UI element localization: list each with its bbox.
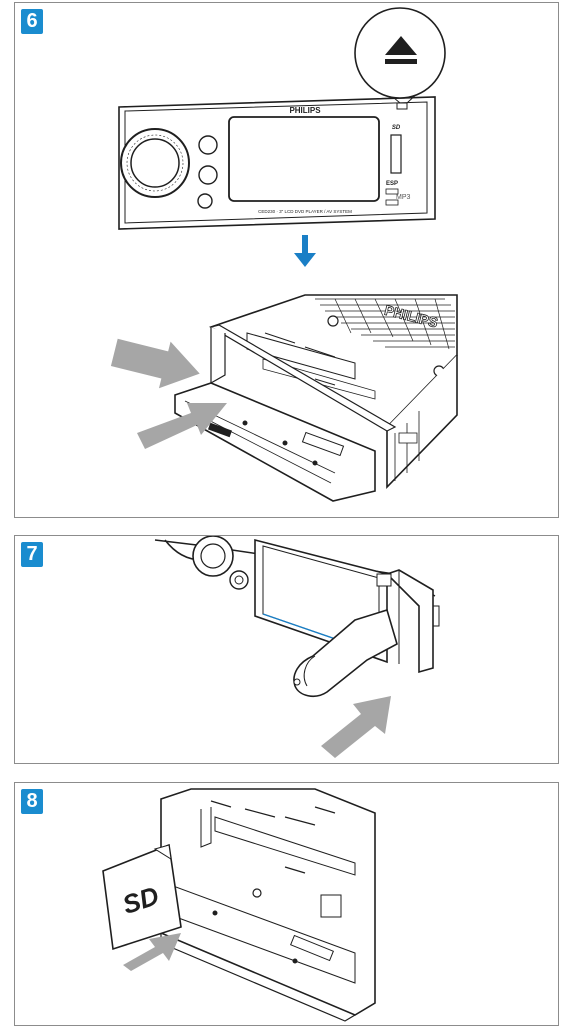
push-arrow-icon bbox=[110, 338, 200, 389]
down-arrow-icon bbox=[294, 235, 316, 267]
mp3-label: MP3 bbox=[396, 194, 411, 201]
step-6-panel: 6 PHILIPS CED230 · 3" LCD DVD PLAYER / A… bbox=[14, 2, 559, 518]
sd-face-label: SD bbox=[392, 125, 401, 131]
front-panel-attach bbox=[154, 536, 440, 698]
step-7-panel: 7 bbox=[14, 535, 559, 764]
front-button bbox=[198, 135, 218, 155]
sd-card: SD bbox=[102, 843, 182, 951]
push-arrow-icon bbox=[321, 696, 391, 758]
step-number-badge: 8 bbox=[21, 789, 43, 814]
push-arrow-icon bbox=[123, 933, 181, 971]
step-8-panel: 8 SD bbox=[14, 782, 559, 1026]
step-6-illustration: PHILIPS CED230 · 3" LCD DVD PLAYER / AV … bbox=[110, 7, 458, 502]
step-number-badge: 6 bbox=[21, 9, 43, 34]
eject-icon bbox=[385, 36, 417, 64]
front-button bbox=[198, 165, 218, 185]
hand-finger bbox=[293, 608, 398, 698]
head-unit-front: PHILIPS CED230 · 3" LCD DVD PLAYER / AV … bbox=[118, 96, 436, 230]
front-button bbox=[197, 193, 213, 209]
step-8-illustration: SD bbox=[102, 788, 376, 1022]
step-7-illustration bbox=[154, 536, 440, 758]
chassis-panel-removed: PHILIPS bbox=[174, 294, 458, 502]
esp-label: ESP bbox=[386, 181, 398, 187]
sd-slot bbox=[390, 134, 402, 174]
front-screen bbox=[228, 116, 380, 202]
eject-callout bbox=[354, 7, 446, 104]
sd-slot-chassis bbox=[160, 788, 376, 1022]
volume-knob bbox=[120, 128, 190, 198]
model-caption: CED230 · 3" LCD DVD PLAYER / AV SYSTEM bbox=[258, 209, 352, 214]
step-number-badge: 7 bbox=[21, 542, 43, 567]
pull-arrow-icon bbox=[137, 403, 227, 449]
vent-grid bbox=[315, 298, 455, 350]
brand-label: PHILIPS bbox=[289, 106, 321, 115]
